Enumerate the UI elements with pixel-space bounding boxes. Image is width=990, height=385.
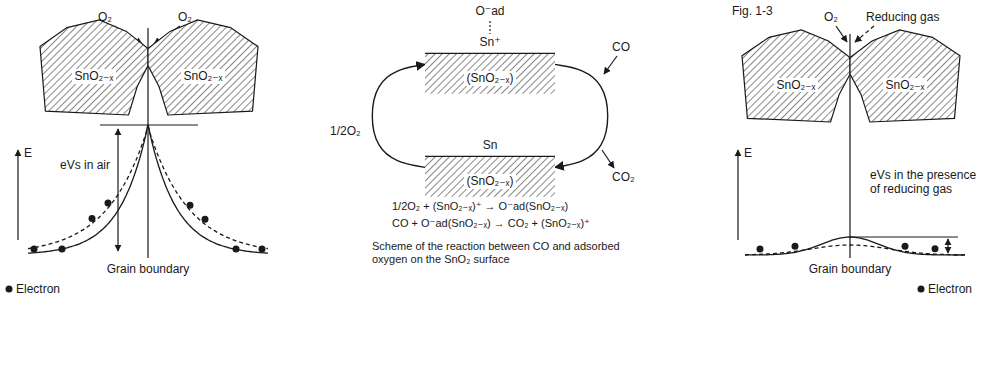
band-edge: [425, 156, 555, 157]
electron-dot: [757, 245, 764, 252]
grain-outline: [40, 20, 148, 115]
gas-label: O₂: [824, 10, 838, 24]
grain-body: [40, 20, 148, 115]
gas-label: 1/2O₂: [330, 124, 361, 138]
electron-dot: [31, 246, 38, 253]
reaction-equation: 1/2O₂ + (SnO₂₋ₓ)⁺ → O⁻ad(SnO₂₋ₓ): [392, 200, 568, 213]
electron-dot: [187, 202, 194, 209]
co-arrow: [604, 56, 617, 74]
site-label: Sn: [480, 138, 501, 152]
gas-label: CO₂: [612, 170, 635, 184]
figure-caption: Scheme of the reaction between CO and ad…: [372, 240, 622, 266]
reaction-cycle-arrow: [555, 64, 608, 167]
gas-label: O₂: [178, 10, 192, 24]
grain-outline: [742, 30, 850, 122]
oxide-grain: SnO₂₋ₓ: [850, 30, 960, 122]
band-curve: [745, 237, 965, 255]
reaction-equation: CO + O⁻ad(SnO₂₋ₓ) → CO₂ + (SnO₂₋ₓ)⁺: [392, 217, 590, 230]
electron-dot: [59, 246, 66, 253]
grain-outline: [148, 20, 258, 115]
electron-dot: [932, 245, 939, 252]
band-curve: [28, 125, 268, 253]
material-label: SnO₂₋ₓ: [883, 78, 928, 92]
oxygen-arrow: [836, 26, 847, 42]
reducing-gas-arrow: [855, 26, 874, 42]
material-label: (SnO₂₋ₓ): [464, 174, 517, 188]
axis-label: E: [744, 146, 752, 160]
electron-dot: [89, 215, 96, 222]
surface-band: Sn⁺ (SnO₂₋ₓ): [425, 35, 555, 94]
material-label: (SnO₂₋ₓ): [464, 71, 517, 85]
oxide-grain: SnO₂₋ₓ: [40, 20, 148, 115]
site-label: Sn⁺: [476, 35, 503, 49]
electron-dot: [202, 216, 209, 223]
oxide-grain: SnO₂₋ₓ: [742, 30, 850, 122]
grain-body: [742, 30, 850, 122]
axis-caption: Grain boundary: [107, 262, 190, 276]
electron-dot: [918, 286, 925, 293]
legend-label: Electron: [16, 282, 60, 296]
axis-caption: Grain boundary: [809, 262, 892, 276]
adsorbed-oxygen-line: [489, 21, 490, 34]
grain-outline: [850, 30, 960, 122]
reaction-cycle-arrow: [372, 64, 425, 167]
barrier-height-arrow: [947, 239, 948, 253]
barrier-label: eVs in air: [60, 158, 112, 172]
surface-band: Sn (SnO₂₋ₓ): [425, 138, 555, 197]
species-label: O⁻ad: [475, 4, 504, 18]
band-curve: [28, 127, 268, 249]
material-label: SnO₂₋ₓ: [774, 78, 819, 92]
material-label: SnO₂₋ₓ: [181, 69, 226, 83]
gas-label: CO: [612, 40, 630, 54]
co2-arrow: [602, 150, 614, 168]
energy-axis: [737, 150, 738, 240]
figure-number: Fig. 1-3: [732, 4, 773, 18]
axis-label: E: [24, 146, 32, 160]
electron-dot: [233, 246, 240, 253]
barrier-top-line: [100, 124, 198, 125]
electron-dot: [792, 243, 799, 250]
hatching: [425, 156, 555, 196]
oxide-grain: SnO₂₋ₓ: [148, 20, 258, 115]
material-label: SnO₂₋ₓ: [72, 69, 117, 83]
barrier-height-arrow: [117, 129, 118, 251]
energy-axis: [17, 150, 18, 240]
electron-dot: [105, 199, 112, 206]
barrier-label: eVs in the presence of reducing gas: [870, 168, 978, 197]
band-curve: [745, 245, 965, 255]
grain-body: [850, 30, 960, 122]
legend-label: Electron: [928, 282, 972, 296]
band-edge: [425, 53, 555, 54]
grain-body: [148, 20, 258, 115]
gas-label: Reducing gas: [866, 10, 939, 24]
hatching: [425, 53, 555, 93]
electron-dot: [259, 246, 266, 253]
electron-dot: [6, 286, 13, 293]
barrier-top-line: [850, 236, 958, 237]
electron-dot: [902, 243, 909, 250]
